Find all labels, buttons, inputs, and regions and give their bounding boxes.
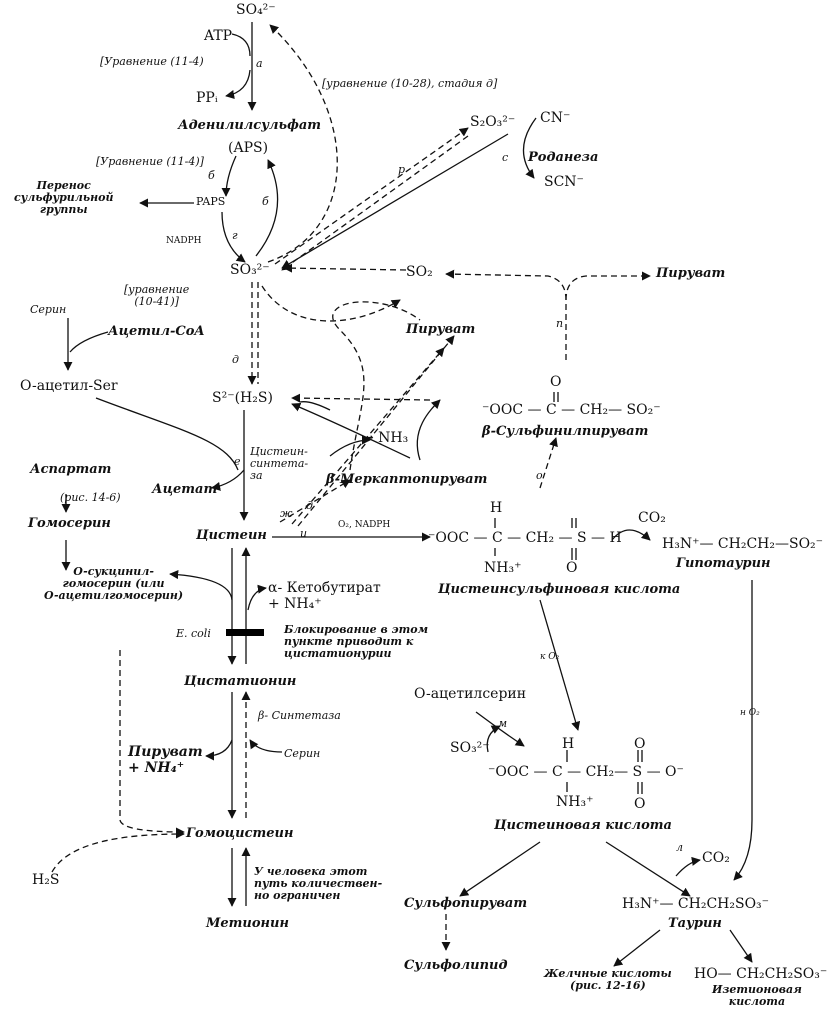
cysteic-o-bottom-label: O (634, 796, 646, 812)
step-b1-label: б (208, 169, 215, 182)
h2s-label: H₂S (32, 872, 60, 888)
serine-low-label: Серин (284, 747, 321, 760)
ppi-label: PPᵢ (196, 90, 218, 106)
cysteic-o-top-label: O (634, 736, 646, 752)
step-p-label: р (398, 163, 406, 176)
step-d2-label: д (306, 499, 313, 512)
taurine-label: Таурин (668, 916, 722, 931)
o-acetyl-ser-label: O-ацетил-Ser (20, 378, 118, 394)
paps-label: PAPS (196, 195, 226, 208)
ketobutyrate-label: α- Кетобутират + NH₄⁺ (268, 580, 381, 612)
isethionic-formula: HO— CH₂CH₂SO₃⁻ (694, 966, 828, 982)
sulfide-label: S²⁻(H₂S) (212, 390, 273, 406)
n-o2-label: н O₂ (740, 708, 760, 718)
cysteic-nh3-label: NH₃⁺ (556, 794, 594, 810)
pyruvate-low-label: Пируват + NH₄⁺ (128, 744, 203, 776)
ammonia-label: → NH₃ (362, 430, 409, 446)
cysteic-acid-label: Цистеиновая кислота (494, 818, 672, 833)
serine-top-label: Серин (30, 303, 67, 316)
o2-nadph-label: O₂, NADPH (338, 520, 391, 530)
metabolic-block-bar (226, 629, 264, 636)
so2-label: SO₂ (406, 264, 433, 280)
csa-formula: ⁻OOC — C — CH₂ — S — H (428, 530, 622, 546)
sulfinylpyruvate-label: β-Сульфинилпируват (482, 424, 649, 439)
step-d-label: д (232, 353, 239, 366)
csa-h-label: H (490, 500, 503, 516)
cystathionine-label: Цистатионин (184, 674, 297, 689)
csa-name-label: Цистеинсульфиновая кислота (438, 582, 681, 597)
taurine-formula: H₃N⁺— CH₂CH₂SO₃⁻ (622, 896, 770, 912)
o-acetylserine-label: O-ацетилсерин (414, 686, 527, 702)
thiosulfate-label: S₂O₃²⁻ (470, 114, 516, 130)
ecoli-label: E. coli (176, 627, 211, 640)
sulfolipid-label: Сульфолипид (404, 958, 508, 973)
sulfite-2-label: SO₃²⁻ (450, 740, 490, 756)
homoserine-label: Гомосерин (28, 516, 111, 531)
bile-acids-label: Желчные кислоты (рис. 12-16) (544, 967, 672, 992)
adenylyl-sulfate-label: Аденилилсульфат (178, 118, 321, 133)
sulfite-label: SO₃²⁻ (230, 262, 270, 278)
cysteine-synthetase-label: Цистеин- синтета- за (250, 445, 309, 482)
sulfuryl-transfer-label: Перенос сульфурильной группы (14, 179, 114, 216)
thiocyanate-label: SCN⁻ (544, 174, 584, 190)
aps-label: (APS) (228, 140, 269, 156)
rhodanese-label: Роданеза (528, 150, 599, 165)
equation-10-28-label: [уравнение (10-28), стадия д] (322, 77, 498, 90)
homocysteine-label: Гомоцистеин (186, 826, 294, 841)
pyruvate-mid-label: Пируват (406, 322, 476, 337)
co2-top-label: CO₂ (638, 510, 666, 526)
block-note-label: Блокирование в этом пункте приводит к ци… (284, 623, 429, 660)
cysteic-acid-formula: ⁻OOC — C — CH₂— S — O⁻ (488, 764, 684, 780)
aspartate-label: Аспартат (30, 462, 112, 477)
mercaptopyruvate-label: β-Меркаптопируват (326, 472, 488, 487)
cyanide-label: CN⁻ (540, 110, 571, 126)
step-m-label: м (498, 717, 508, 730)
equation-11-4-b-label: [Уравнение (11-4)] (96, 155, 204, 168)
cysteine-label: Цистеин (196, 528, 267, 543)
equation-11-4-label: [Уравнение (11-4) (100, 55, 204, 68)
step-p2-label: п (556, 317, 564, 330)
sulfinylpyruvate-formula: ⁻OOC — C — CH₂— SO₂⁻ (482, 402, 661, 418)
acetyl-coa-label: Ацетил-CoA (108, 324, 205, 339)
step-i-label: и (300, 527, 308, 540)
pyruvate-right-label: Пируват (656, 266, 726, 281)
k-o2-label: к O₂ (540, 652, 560, 662)
step-g-label: г (232, 229, 238, 242)
csa-nh3-label: NH₃⁺ (484, 560, 522, 576)
step-o-label: о (536, 469, 543, 482)
sulfate-label: SO₄²⁻ (236, 2, 276, 18)
cysteic-h-label: H (562, 736, 575, 752)
nadph-label: NADPH (166, 236, 202, 246)
isethionic-acid-label: Изетионовая кислота (712, 983, 802, 1008)
sulfopyruvate-label: Сульфопируват (404, 896, 528, 911)
figure-14-6-label: (рис. 14-6) (60, 491, 121, 504)
atp-label: ATP (204, 28, 233, 44)
beta-synthetase-label: β- Синтетаза (258, 709, 341, 722)
hypotaurine-formula: H₃N⁺— CH₂CH₂—SO₂⁻ (662, 536, 824, 552)
succinyl-homoserine-label: O-сукцинил- гомосерин (или O-ацетилгомос… (44, 565, 184, 602)
co2-2-label: CO₂ (702, 850, 730, 866)
acetate-label: Ацетат (152, 482, 218, 497)
step-a-label: а (256, 57, 263, 70)
equation-10-41-label: [уравнение (10-41)] (124, 283, 190, 308)
step-b2-label: б (262, 195, 269, 208)
step-zh-label: ж (280, 507, 293, 520)
step-e-label: е (234, 455, 241, 468)
carbonyl-o-label: O (550, 374, 562, 390)
hypotaurine-label: Гипотаурин (676, 556, 771, 571)
step-l-label: л (676, 841, 684, 854)
methionine-label: Метионин (206, 916, 289, 931)
csa-o-bottom-label: O (566, 560, 578, 576)
step-s-label: с (502, 151, 509, 164)
human-note-label: У человека этот путь количествен- но огр… (254, 865, 383, 902)
